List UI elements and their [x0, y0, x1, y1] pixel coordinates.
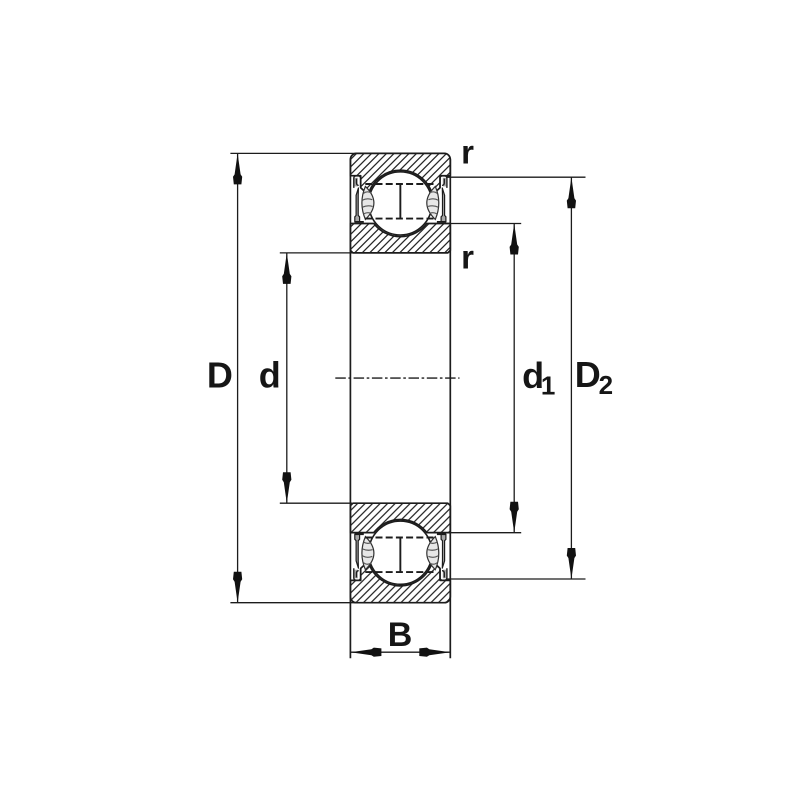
svg-text:D: D — [575, 354, 601, 395]
svg-text:d: d — [259, 355, 281, 396]
svg-text:d: d — [522, 355, 544, 396]
svg-text:1: 1 — [541, 371, 555, 401]
svg-text:D: D — [207, 355, 233, 396]
svg-text:B: B — [388, 616, 413, 654]
svg-text:2: 2 — [599, 370, 613, 400]
svg-text:r: r — [461, 239, 474, 276]
svg-text:r: r — [461, 134, 474, 171]
